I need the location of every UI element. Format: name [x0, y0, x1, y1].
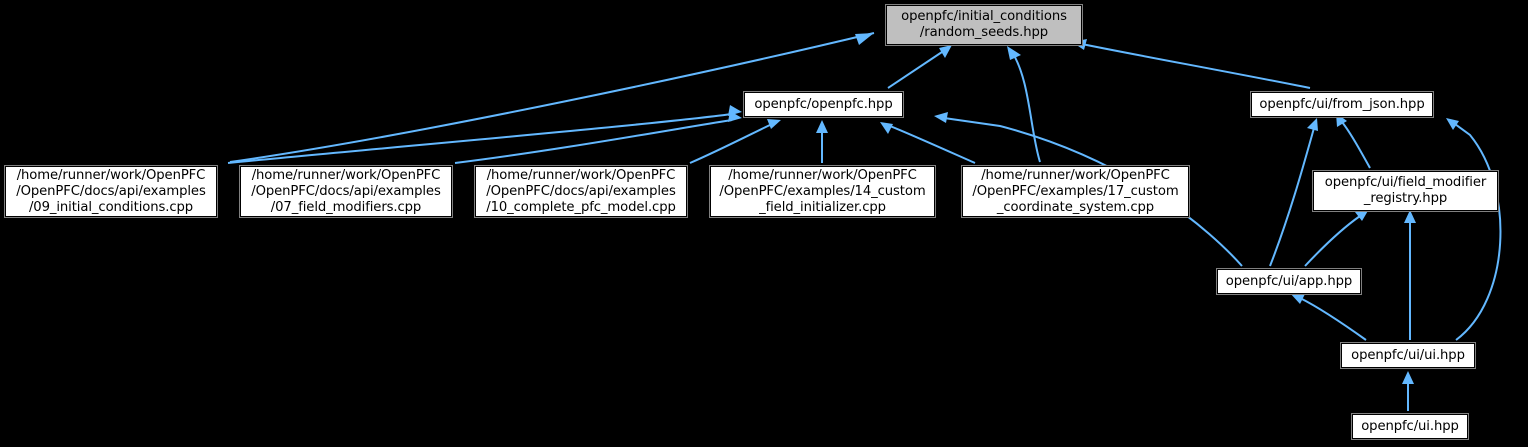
edge-field_modifier_registry-to-from_json	[1336, 113, 1371, 169]
edge-ex14-to-openpfc_hpp	[816, 120, 828, 163]
edge-openpfc-hpp-to-random_seeds	[887, 45, 952, 89]
node-label: /home/runner/work/OpenPFC /OpenPFC/docs/…	[16, 167, 206, 215]
node-ui_hpp[interactable]: openpfc/ui.hpp	[1351, 413, 1469, 440]
edge-ex17-to-random_seeds	[1007, 46, 1041, 163]
node-field_modifier_registry[interactable]: openpfc/ui/field_modifier _registry.hpp	[1312, 170, 1499, 212]
node-ex07[interactable]: /home/runner/work/OpenPFC /OpenPFC/docs/…	[239, 165, 453, 218]
node-from_json[interactable]: openpfc/ui/from_json.hpp	[1250, 91, 1434, 118]
node-label: openpfc/ui.hpp	[1361, 418, 1459, 434]
node-label: /home/runner/work/OpenPFC /OpenPFC/docs/…	[251, 167, 441, 215]
node-label: openpfc/initial_conditions /random_seeds…	[901, 9, 1067, 40]
node-ex17[interactable]: /home/runner/work/OpenPFC /OpenPFC/examp…	[961, 165, 1190, 218]
node-label: openpfc/ui/ui.hpp	[1351, 347, 1465, 363]
edge-ex09-to-random_seeds	[229, 32, 875, 163]
node-label: /home/runner/work/OpenPFC /OpenPFC/examp…	[719, 167, 926, 215]
node-ex10[interactable]: /home/runner/work/OpenPFC /OpenPFC/docs/…	[474, 165, 688, 218]
node-ui_ui_hpp[interactable]: openpfc/ui/ui.hpp	[1340, 342, 1476, 369]
node-label: openpfc/ui/field_modifier _registry.hpp	[1324, 175, 1487, 206]
edge-ui_hpp-to-ui_ui_hpp	[1402, 371, 1414, 411]
node-label: openpfc/ui/app.hpp	[1225, 273, 1353, 289]
node-label: /home/runner/work/OpenPFC /OpenPFC/examp…	[972, 167, 1179, 215]
node-label: /home/runner/work/OpenPFC /OpenPFC/docs/…	[486, 167, 676, 215]
edge-ui_ui_hpp-to-field_modifier_registry	[1404, 210, 1416, 340]
node-random_seeds[interactable]: openpfc/initial_conditions /random_seeds…	[885, 4, 1083, 46]
edge-app_hpp-to-field_modifier_registry	[1304, 209, 1369, 267]
edge-from_json-to-random_seeds	[1072, 39, 1311, 89]
edge-app_hpp-to-from_json	[1269, 118, 1318, 267]
node-ex09[interactable]: /home/runner/work/OpenPFC /OpenPFC/docs/…	[4, 165, 218, 218]
node-label: openpfc/ui/from_json.hpp	[1259, 96, 1425, 112]
node-label: openpfc/openpfc.hpp	[754, 96, 893, 112]
node-openpfc_hpp[interactable]: openpfc/openpfc.hpp	[743, 91, 904, 118]
edge-ex07-to-openpfc_hpp	[454, 111, 742, 164]
edge-ex09-to-openpfc_hpp	[227, 105, 742, 164]
edge-ui_ui_hpp-to-app_hpp	[1290, 293, 1367, 341]
edge-ui_ui_hpp-to-from_json	[1446, 118, 1502, 341]
edge-ex10-to-openpfc_hpp	[689, 119, 781, 164]
node-app_hpp[interactable]: openpfc/ui/app.hpp	[1216, 268, 1362, 295]
edge-ex17-to-openpfc_hpp	[880, 122, 976, 164]
node-ex14[interactable]: /home/runner/work/OpenPFC /OpenPFC/examp…	[709, 165, 936, 218]
